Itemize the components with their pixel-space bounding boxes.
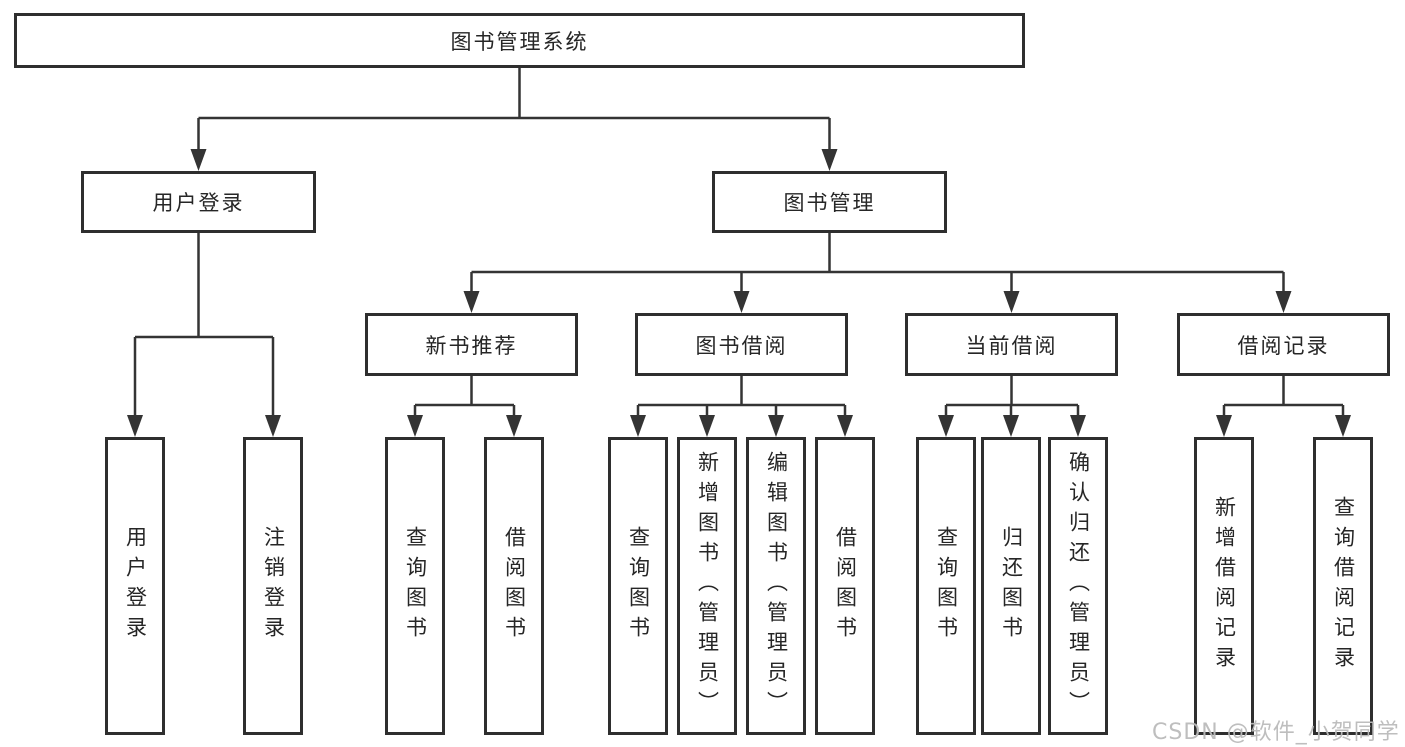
arrowhead: [463, 291, 480, 313]
node-user-login: 用户登录: [81, 171, 316, 233]
leaf-add-borrow-record-label: 新增借阅记录: [1212, 496, 1237, 676]
arrowhead: [768, 415, 784, 437]
connector-book-management: [470, 233, 1285, 294]
arrowhead: [265, 415, 281, 437]
node-new-book-recommend: 新书推荐: [365, 313, 578, 376]
leaf-return-book: 归还图书: [981, 437, 1041, 735]
node-book-management-label: 图书管理: [783, 191, 876, 215]
arrowhead: [127, 415, 143, 437]
leaf-edit-book-admin: 编辑图书（管理员）: [746, 437, 806, 735]
arrowhead: [1003, 415, 1019, 437]
leaf-query-book-1: 查询图书: [385, 437, 445, 735]
leaf-confirm-return-admin-label: 确认归还（管理员）: [1066, 451, 1091, 721]
csdn-watermark: CSDN @软件_小贺同学: [1152, 720, 1400, 745]
leaf-query-book-1-label: 查询图书: [403, 526, 428, 646]
node-book-borrow: 图书借阅: [635, 313, 848, 376]
leaf-add-book-admin-label: 新增图书（管理员）: [695, 451, 720, 721]
leaf-user-login: 用户登录: [105, 437, 165, 735]
leaf-add-book-admin: 新增图书（管理员）: [677, 437, 737, 735]
leaf-query-book-2: 查询图书: [608, 437, 668, 735]
connector-new-book: [413, 376, 516, 418]
leaf-borrow-book-2: 借阅图书: [815, 437, 875, 735]
arrowhead: [630, 415, 646, 437]
leaf-query-book-2-label: 查询图书: [626, 526, 651, 646]
arrowhead: [837, 415, 853, 437]
arrowhead: [190, 149, 207, 171]
leaf-borrow-book-1: 借阅图书: [484, 437, 544, 735]
leaf-query-borrow-record: 查询借阅记录: [1313, 437, 1373, 735]
leaf-logout: 注销登录: [243, 437, 303, 735]
arrowhead: [699, 415, 715, 437]
connector-borrow-record: [1222, 376, 1345, 418]
node-user-login-label: 用户登录: [152, 191, 245, 215]
node-current-borrow: 当前借阅: [905, 313, 1118, 376]
arrowhead: [821, 149, 838, 171]
connector-book-borrow: [636, 376, 847, 418]
node-current-borrow-label: 当前借阅: [965, 333, 1058, 358]
leaf-query-borrow-record-label: 查询借阅记录: [1331, 496, 1356, 676]
connector-current-borrow: [944, 376, 1080, 418]
leaf-edit-book-admin-label: 编辑图书（管理员）: [764, 451, 789, 721]
node-book-management: 图书管理: [712, 171, 947, 233]
arrowhead: [1275, 291, 1292, 313]
leaf-borrow-book-2-label: 借阅图书: [833, 526, 858, 646]
arrowhead: [1003, 291, 1020, 313]
node-root-label: 图书管理系统: [450, 29, 589, 54]
node-borrow-record: 借阅记录: [1177, 313, 1390, 376]
arrowhead: [506, 415, 522, 437]
arrowhead: [938, 415, 954, 437]
arrowhead: [1216, 415, 1232, 437]
arrowhead: [1070, 415, 1086, 437]
connector-user-login: [133, 233, 275, 418]
leaf-add-borrow-record: 新增借阅记录: [1194, 437, 1254, 735]
leaf-logout-label: 注销登录: [261, 526, 286, 646]
leaf-borrow-book-1-label: 借阅图书: [502, 526, 527, 646]
connector-root: [197, 68, 831, 152]
leaf-query-book-3: 查询图书: [916, 437, 976, 735]
leaf-return-book-label: 归还图书: [999, 526, 1024, 646]
leaf-query-book-3-label: 查询图书: [934, 526, 959, 646]
node-new-book-recommend-label: 新书推荐: [425, 333, 518, 358]
leaf-user-login-label: 用户登录: [123, 526, 148, 646]
arrowhead: [1335, 415, 1351, 437]
node-book-borrow-label: 图书借阅: [695, 333, 788, 358]
node-root: 图书管理系统: [14, 13, 1025, 68]
node-borrow-record-label: 借阅记录: [1237, 333, 1330, 358]
arrowhead: [733, 291, 750, 313]
arrowhead: [407, 415, 423, 437]
leaf-confirm-return-admin: 确认归还（管理员）: [1048, 437, 1108, 735]
